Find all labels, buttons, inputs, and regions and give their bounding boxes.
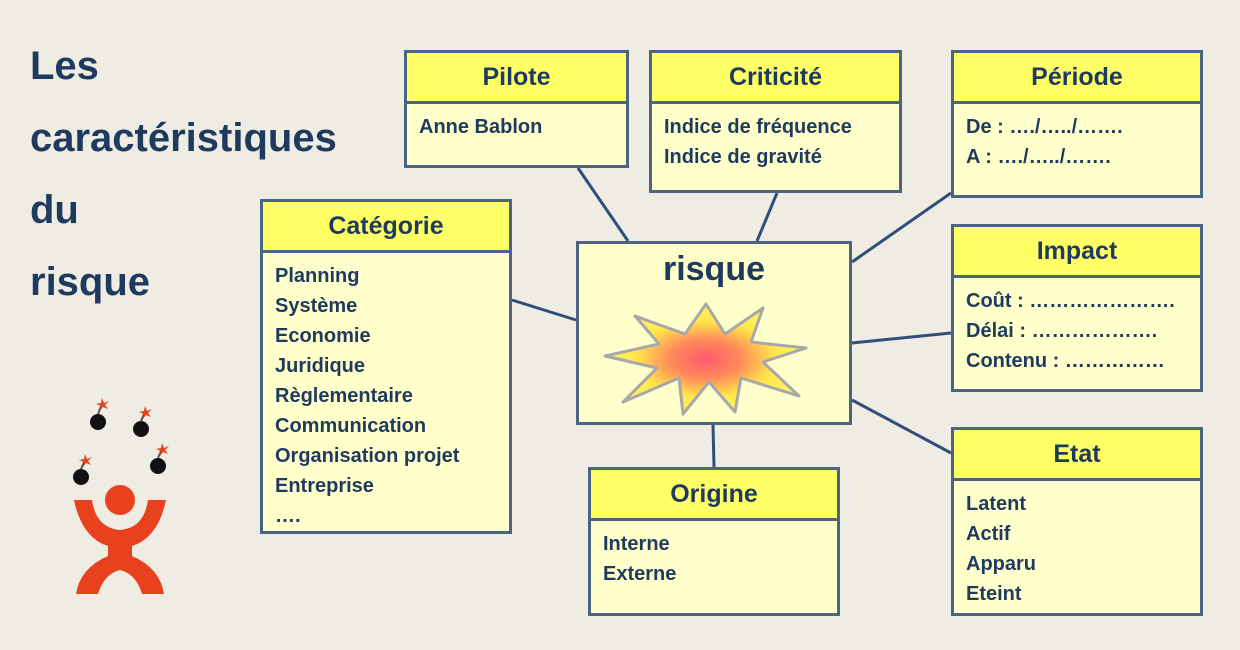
connector-categorie bbox=[511, 298, 577, 322]
connector-etat bbox=[851, 398, 952, 455]
list-item: Latent bbox=[966, 493, 1026, 515]
list-item: Règlementaire bbox=[275, 385, 413, 407]
list-item: Contenu : …………… bbox=[966, 350, 1165, 372]
list-item: Actif bbox=[966, 523, 1011, 545]
box-origine-items: Interne Externe bbox=[591, 521, 837, 589]
center-risque-node: risque bbox=[576, 241, 852, 425]
list-item: Economie bbox=[275, 325, 371, 347]
list-item: Entreprise bbox=[275, 475, 374, 497]
box-impact: Impact Coût : …………………. Délai : ………………. C… bbox=[951, 224, 1203, 392]
list-item: Communication bbox=[275, 415, 427, 437]
list-item: Indice de fréquence bbox=[664, 116, 852, 138]
title-line: risque bbox=[30, 260, 151, 304]
box-criticite-title: Criticité bbox=[652, 53, 899, 104]
box-periode: Période De : …./…../……. A : …./…../……. bbox=[951, 50, 1203, 198]
connector-impact bbox=[851, 331, 952, 345]
list-item: …. bbox=[275, 505, 301, 527]
box-origine-title: Origine bbox=[591, 470, 837, 521]
list-item: Anne Bablon bbox=[419, 116, 543, 138]
page-title: Les caractéristiques du risque bbox=[30, 30, 337, 318]
connector-pilote bbox=[576, 167, 630, 242]
bomb-icon bbox=[133, 406, 152, 437]
box-periode-title: Période bbox=[954, 53, 1200, 104]
list-item: Juridique bbox=[275, 355, 366, 377]
list-item: A : …./…../……. bbox=[966, 146, 1111, 168]
list-item: De : …./…../……. bbox=[966, 116, 1123, 138]
list-item: Indice de gravité bbox=[664, 146, 822, 168]
connector-origine bbox=[711, 424, 716, 468]
box-categorie: Catégorie Planning Système Economie Juri… bbox=[260, 199, 512, 534]
bomb-icon bbox=[73, 454, 92, 485]
box-periode-items: De : …./…../……. A : …./…../……. bbox=[954, 104, 1200, 172]
list-item: Apparu bbox=[966, 553, 1036, 575]
bomb-icon bbox=[150, 443, 169, 474]
box-origine: Origine Interne Externe bbox=[588, 467, 840, 616]
box-pilote: Pilote Anne Bablon bbox=[404, 50, 629, 168]
list-item: Délai : ………………. bbox=[966, 320, 1158, 342]
box-criticite: Criticité Indice de fréquence Indice de … bbox=[649, 50, 902, 193]
list-item: Eteint bbox=[966, 583, 1022, 605]
box-etat-items: Latent Actif Apparu Eteint bbox=[954, 481, 1200, 609]
list-item: Externe bbox=[603, 563, 677, 585]
list-item: Interne bbox=[603, 533, 670, 555]
box-criticite-items: Indice de fréquence Indice de gravité bbox=[652, 104, 899, 172]
title-line: caractéristiques bbox=[30, 116, 337, 160]
box-pilote-title: Pilote bbox=[407, 53, 626, 104]
center-risque-label: risque bbox=[662, 250, 766, 288]
list-item: Organisation projet bbox=[275, 445, 460, 467]
title-line: Les bbox=[30, 44, 99, 88]
box-pilote-items: Anne Bablon bbox=[407, 104, 626, 142]
explosion-icon bbox=[603, 302, 808, 416]
box-categorie-title: Catégorie bbox=[263, 202, 509, 253]
connector-periode bbox=[851, 191, 952, 264]
list-item: Système bbox=[275, 295, 358, 317]
box-categorie-items: Planning Système Economie Juridique Règl… bbox=[263, 253, 509, 531]
bomb-icon bbox=[90, 398, 109, 430]
box-etat-title: Etat bbox=[954, 430, 1200, 481]
list-item: Planning bbox=[275, 265, 360, 287]
title-line: du bbox=[30, 188, 79, 232]
connector-criticite bbox=[755, 192, 779, 242]
juggler-with-bombs-icon bbox=[73, 398, 169, 594]
box-etat: Etat Latent Actif Apparu Eteint bbox=[951, 427, 1203, 616]
box-impact-items: Coût : …………………. Délai : ………………. Contenu … bbox=[954, 278, 1200, 376]
list-item: Coût : …………………. bbox=[966, 290, 1175, 312]
box-impact-title: Impact bbox=[954, 227, 1200, 278]
